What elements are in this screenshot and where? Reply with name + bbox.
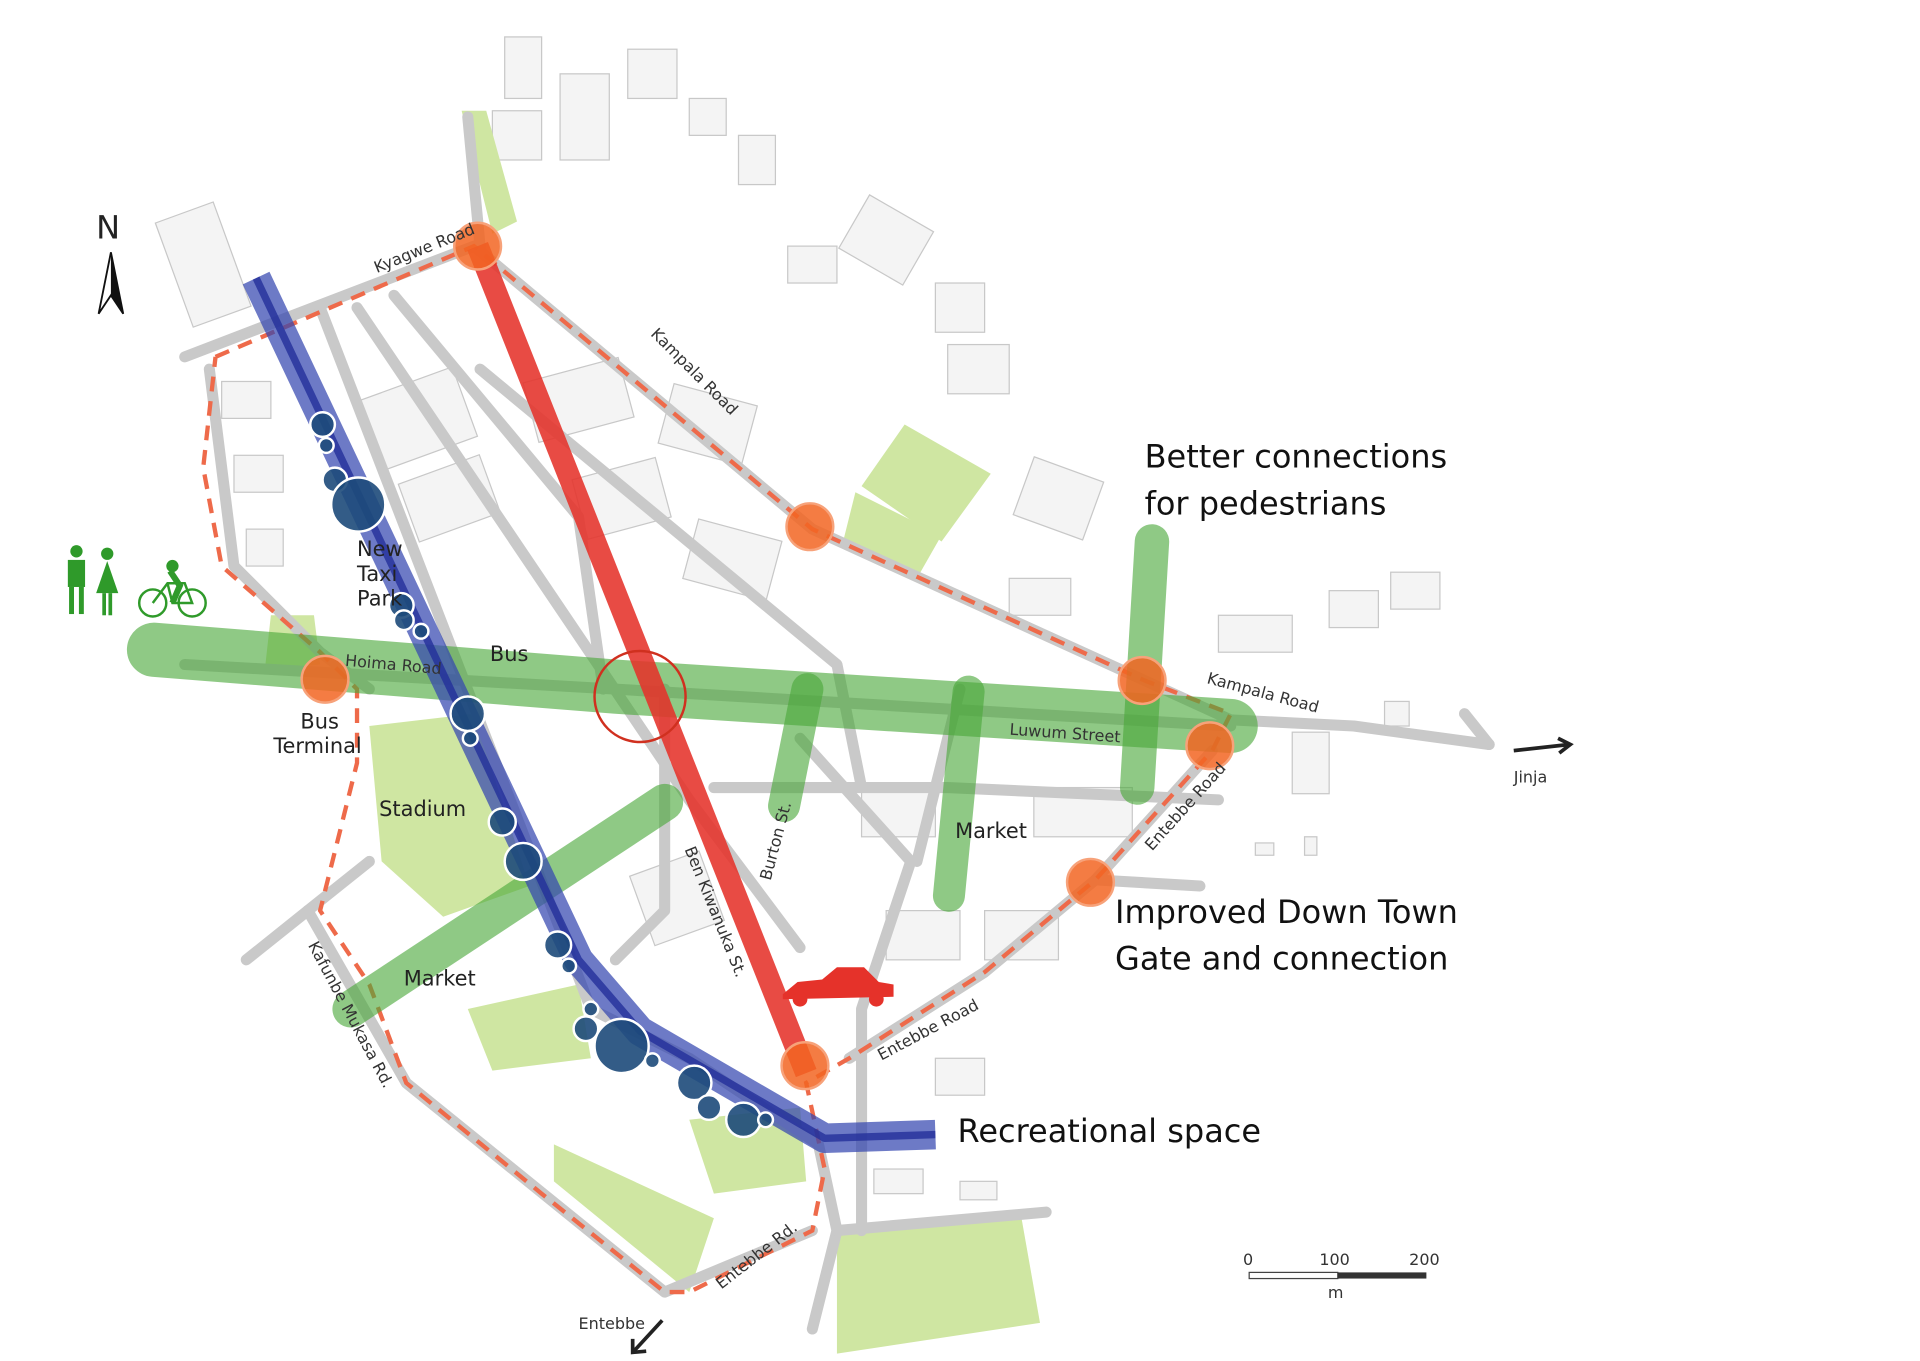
jinja-arrow-icon — [1513, 736, 1574, 755]
scale-tick-200: 200 — [1409, 1250, 1440, 1269]
annotation-pedestrians-2: for pedestrians — [1145, 484, 1387, 522]
scale-bar: 0 100 200 m — [1243, 1250, 1440, 1302]
car-icon — [782, 967, 894, 1007]
place-bus: Bus — [490, 642, 528, 666]
scale-tick-100: 100 — [1319, 1250, 1350, 1269]
destination-entebbe: Entebbe — [579, 1314, 645, 1333]
annotation-gate-2: Gate and connection — [1115, 940, 1448, 978]
place-new: New — [357, 537, 403, 561]
pedestrian-icon — [67, 545, 119, 616]
place-taxi: Taxi — [356, 562, 397, 586]
place-park: Park — [357, 586, 403, 610]
entebbe-arrow-icon — [630, 1319, 664, 1355]
place-bus-terminal-1: Bus — [300, 709, 339, 733]
annotation-gate-1: Improved Down Town — [1115, 893, 1458, 931]
destination-jinja: Jinja — [1513, 768, 1548, 787]
street-entebbe-rd: Entebbe Rd. — [712, 1218, 801, 1293]
parks — [264, 110, 1040, 1354]
bicycle-icon — [137, 559, 207, 618]
north-arrow: N — [96, 209, 125, 315]
annotation-recreational: Recreational space — [958, 1112, 1262, 1150]
buildings — [154, 36, 1441, 1201]
taxi-bubbles — [309, 411, 775, 1139]
street-burton: Burton St. — [756, 800, 795, 883]
place-market-east: Market — [955, 819, 1027, 843]
car-corridor — [467, 242, 817, 1078]
central-intersection-ring — [593, 649, 687, 744]
gateway-nodes — [300, 221, 1235, 1091]
street-kafunbe: Kafunbe Mukasa Rd. — [304, 938, 397, 1091]
north-label: N — [96, 209, 120, 247]
scale-unit: m — [1328, 1283, 1344, 1302]
scale-tick-0: 0 — [1243, 1250, 1253, 1269]
place-market-west: Market — [404, 967, 476, 991]
annotation-pedestrians-1: Better connections — [1145, 438, 1448, 476]
place-stadium: Stadium — [379, 797, 466, 821]
place-bus-terminal-2: Terminal — [272, 734, 361, 758]
